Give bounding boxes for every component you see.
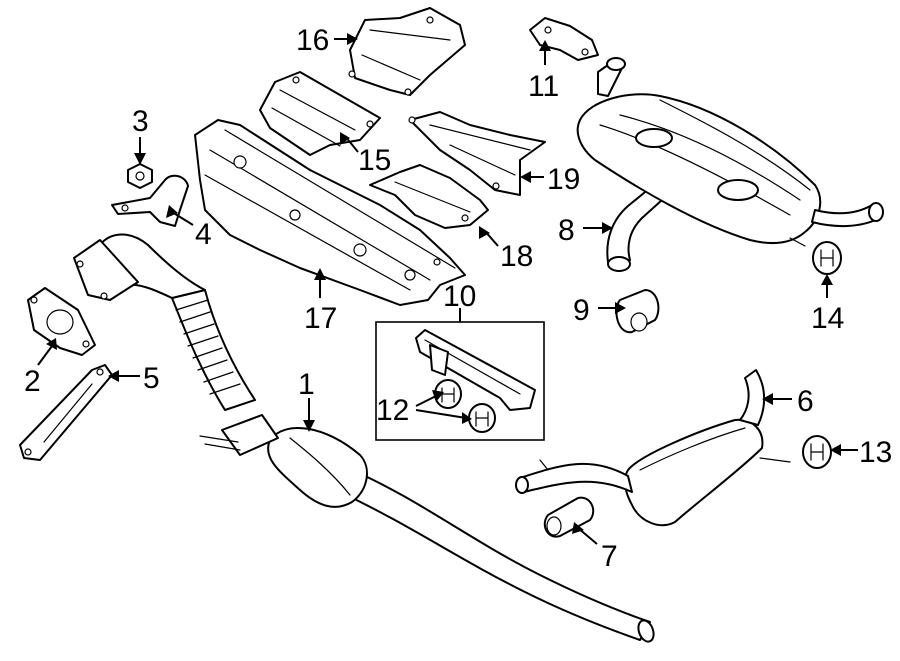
- callout-4: 4: [195, 218, 212, 251]
- callout-leaders: [37, 33, 858, 545]
- part-17-heat-shield: [194, 119, 466, 306]
- rear-muffler: [576, 57, 884, 247]
- callout-numbers: 1 2 3 4 5 6 7 8 9 10 11 12 13 14 15 16 1…: [24, 24, 892, 573]
- callout-8: 8: [558, 214, 575, 247]
- part-8-intermediate-pipe: [606, 187, 663, 272]
- part-19-heat-shield: [408, 111, 546, 196]
- callout-9: 9: [573, 294, 590, 327]
- part-3-nut: [127, 163, 153, 189]
- callout-12: 12: [376, 394, 409, 427]
- part-5-hanger-bracket: [19, 364, 113, 461]
- part-2-gasket: [27, 287, 96, 356]
- callout-14: 14: [811, 302, 844, 335]
- part-6-middle-muffler: [515, 369, 791, 527]
- part-18-heat-shield: [369, 164, 489, 229]
- callout-3: 3: [132, 105, 149, 138]
- callout-15: 15: [358, 144, 391, 177]
- part-1-front-pipe-catalytic-converter: [73, 233, 655, 643]
- callout-1: 1: [298, 368, 315, 401]
- part-11-bracket: [529, 17, 599, 61]
- part-13-insulator: [802, 435, 832, 469]
- callout-11: 11: [528, 70, 559, 103]
- callout-19: 19: [547, 163, 580, 196]
- callout-18: 18: [500, 240, 533, 273]
- part-12-insulators: [434, 379, 496, 433]
- callout-6: 6: [797, 385, 814, 418]
- callout-17: 17: [304, 302, 337, 335]
- part-10-inset: [375, 321, 545, 441]
- callout-16: 16: [296, 24, 329, 57]
- part-7-clamp: [543, 496, 595, 538]
- callout-5: 5: [143, 362, 160, 395]
- part-15-heat-shield: [259, 71, 381, 156]
- callout-13: 13: [859, 436, 892, 469]
- callout-2: 2: [24, 365, 41, 398]
- part-16-heat-shield: [348, 7, 466, 96]
- callout-10: 10: [443, 280, 476, 313]
- callout-7: 7: [601, 540, 618, 573]
- part-14-insulator: [812, 241, 842, 275]
- part-9-clamp: [615, 289, 660, 334]
